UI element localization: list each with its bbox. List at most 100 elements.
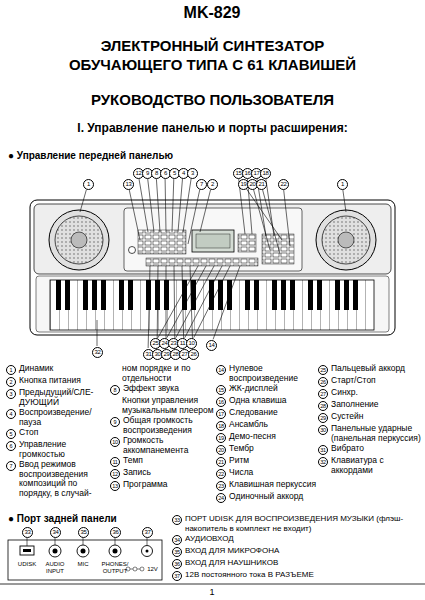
callout-number: 5	[6, 429, 16, 439]
callout-number: 35	[172, 547, 182, 557]
keyboard-body	[30, 200, 395, 335]
leader-line	[129, 190, 140, 240]
callout-number: 27	[318, 389, 328, 399]
callout-number: 14	[206, 340, 217, 351]
legend-column: 14Нулевое воспроизведение15ЖК-дисплей16О…	[216, 364, 316, 504]
leader-line	[148, 179, 154, 232]
callout-number: 37	[172, 571, 182, 581]
callout-number: 30	[318, 425, 328, 435]
legend-item: 33ПОРТ UDISK ДЛЯ ВОСПРОИЗВЕДЕНИЯ МУЗЫКИ …	[172, 514, 422, 533]
leader-line	[343, 190, 346, 212]
leader-line	[178, 179, 182, 232]
port-name: AUDIO INPUT	[40, 561, 70, 575]
legend-item: 23Клавишная перкуссия	[216, 480, 316, 491]
legend-item: 36ВХОД ДЛЯ НАУШНИКОВ	[172, 558, 422, 569]
legend-item: 8Эффект звука	[110, 384, 214, 395]
legend-column: 1Динамик2Кнопка питания3Предыдущий/СЛЕ-Д…	[6, 364, 108, 499]
part-name: Клавиатура с аккордами	[331, 456, 422, 475]
legend-item: 35ВХОД ДЛЯ МИКРОФОНА	[172, 546, 422, 557]
legend-item: 9Общая громкость воспроизведения	[110, 416, 214, 435]
part-name: Следование	[229, 408, 278, 418]
leader-line	[167, 266, 206, 338]
legend-item: 17Следование	[216, 408, 316, 419]
legend-item: 2Кнопка питания	[6, 376, 108, 387]
legend-item: 1Динамик	[6, 364, 108, 375]
callout-number: 23	[216, 481, 226, 491]
callout-number: 35	[78, 527, 89, 538]
leader-line	[165, 179, 167, 232]
part-name: ЖК-дисплей	[229, 384, 278, 394]
callout-number: 36	[172, 559, 182, 569]
callout-number: 28	[318, 401, 328, 411]
callout-number: 24	[216, 493, 226, 503]
leader-line	[213, 266, 240, 339]
subsection-heading: ● Управление передней панелью	[8, 150, 173, 162]
callout-number: 3	[187, 168, 198, 179]
part-name: АУДИОВХОД	[185, 534, 234, 544]
callout-number: 26	[318, 377, 328, 387]
callout-number: 7	[6, 461, 16, 471]
leader-line	[97, 320, 98, 346]
part-name: Ввод режимов воспроизведения композиций …	[19, 460, 108, 498]
part-name: Клавишная перкуссия	[229, 480, 316, 490]
legend-item: 13Программа	[110, 480, 214, 491]
callout-number: 10	[110, 437, 120, 447]
callout-number: 2	[207, 179, 218, 190]
part-name: Ритм	[229, 456, 249, 466]
legend-item: 15ЖК-дисплей	[216, 384, 316, 395]
callout-number: 34	[50, 527, 61, 538]
part-name: Кнопка питания	[19, 376, 81, 386]
leader-line	[263, 190, 280, 254]
part-name: ПОРТ UDISK ДЛЯ ВОСПРОИЗВЕДЕНИЯ МУЗЫКИ (ф…	[185, 514, 422, 533]
callout-number: 14	[216, 365, 226, 375]
part-name: Числа	[229, 468, 253, 478]
leader-line	[284, 190, 290, 246]
legend-item: 18Ансамбль	[216, 420, 316, 431]
callout-number: 15	[216, 385, 226, 395]
page-rule	[0, 584, 425, 585]
callout-number: 32	[318, 457, 328, 467]
part-name: Запись	[123, 468, 151, 478]
legend-item: 10Громкость аккомпанемента	[110, 436, 214, 455]
part-name: ном порядке и по отдельности	[122, 364, 214, 383]
callout-number: 20	[216, 445, 226, 455]
legend-item: 3Предыдущий/СЛЕ-ДУЮЩИЙ	[6, 388, 108, 407]
leader-line	[166, 266, 167, 348]
callout-number: 32	[92, 347, 103, 358]
leader-line	[254, 190, 270, 250]
callout-number: 9	[110, 417, 120, 427]
part-name: Одна клавиша	[229, 396, 286, 406]
leader-line	[185, 266, 222, 338]
legend-item: 4Воспроизведение/пауза	[6, 408, 108, 427]
port-name: 12V	[145, 566, 160, 573]
callout-number: 10	[186, 338, 197, 349]
legend-item: Кнопки управления музыкальным плеером	[110, 396, 214, 415]
legend-item: 30Панельные ударные (панельная перкуссия…	[318, 424, 422, 443]
leader-line	[139, 179, 148, 232]
callout-number: 1	[83, 179, 94, 190]
legend-item: 12Запись	[110, 468, 214, 479]
legend-item: 32Клавиатура с аккордами	[318, 456, 422, 475]
part-name: Синхр.	[331, 388, 358, 398]
callout-number: 21	[216, 457, 226, 467]
part-name: Нулевое воспроизведение	[229, 364, 316, 383]
port-name: UDISK	[9, 561, 45, 568]
legend-item: 7Ввод режимов воспроизведения композиций…	[6, 460, 108, 498]
part-name: Стоп	[19, 428, 38, 438]
page-title: MK-829	[112, 4, 312, 22]
part-name: Вибрато	[331, 444, 364, 454]
leader-line	[148, 266, 150, 348]
part-name: Одиночный аккорд	[229, 492, 303, 502]
callout-number: 18	[260, 168, 271, 179]
legend-item: 25Пальцевый аккорд	[318, 364, 422, 375]
callout-number: 36	[110, 527, 121, 538]
legend-item: 27Синхр.	[318, 388, 422, 399]
legend-item: 5Стоп	[6, 428, 108, 439]
legend-item: 6Управление громкостью	[6, 440, 108, 459]
callout-number: 1	[6, 365, 16, 375]
legend-item: 34АУДИОВХОД	[172, 534, 422, 545]
legend-column: ном порядке и по отдельности8Эффект звук…	[110, 364, 214, 492]
leader-line	[157, 266, 159, 348]
legend-item: 29Сустейн	[318, 412, 422, 423]
